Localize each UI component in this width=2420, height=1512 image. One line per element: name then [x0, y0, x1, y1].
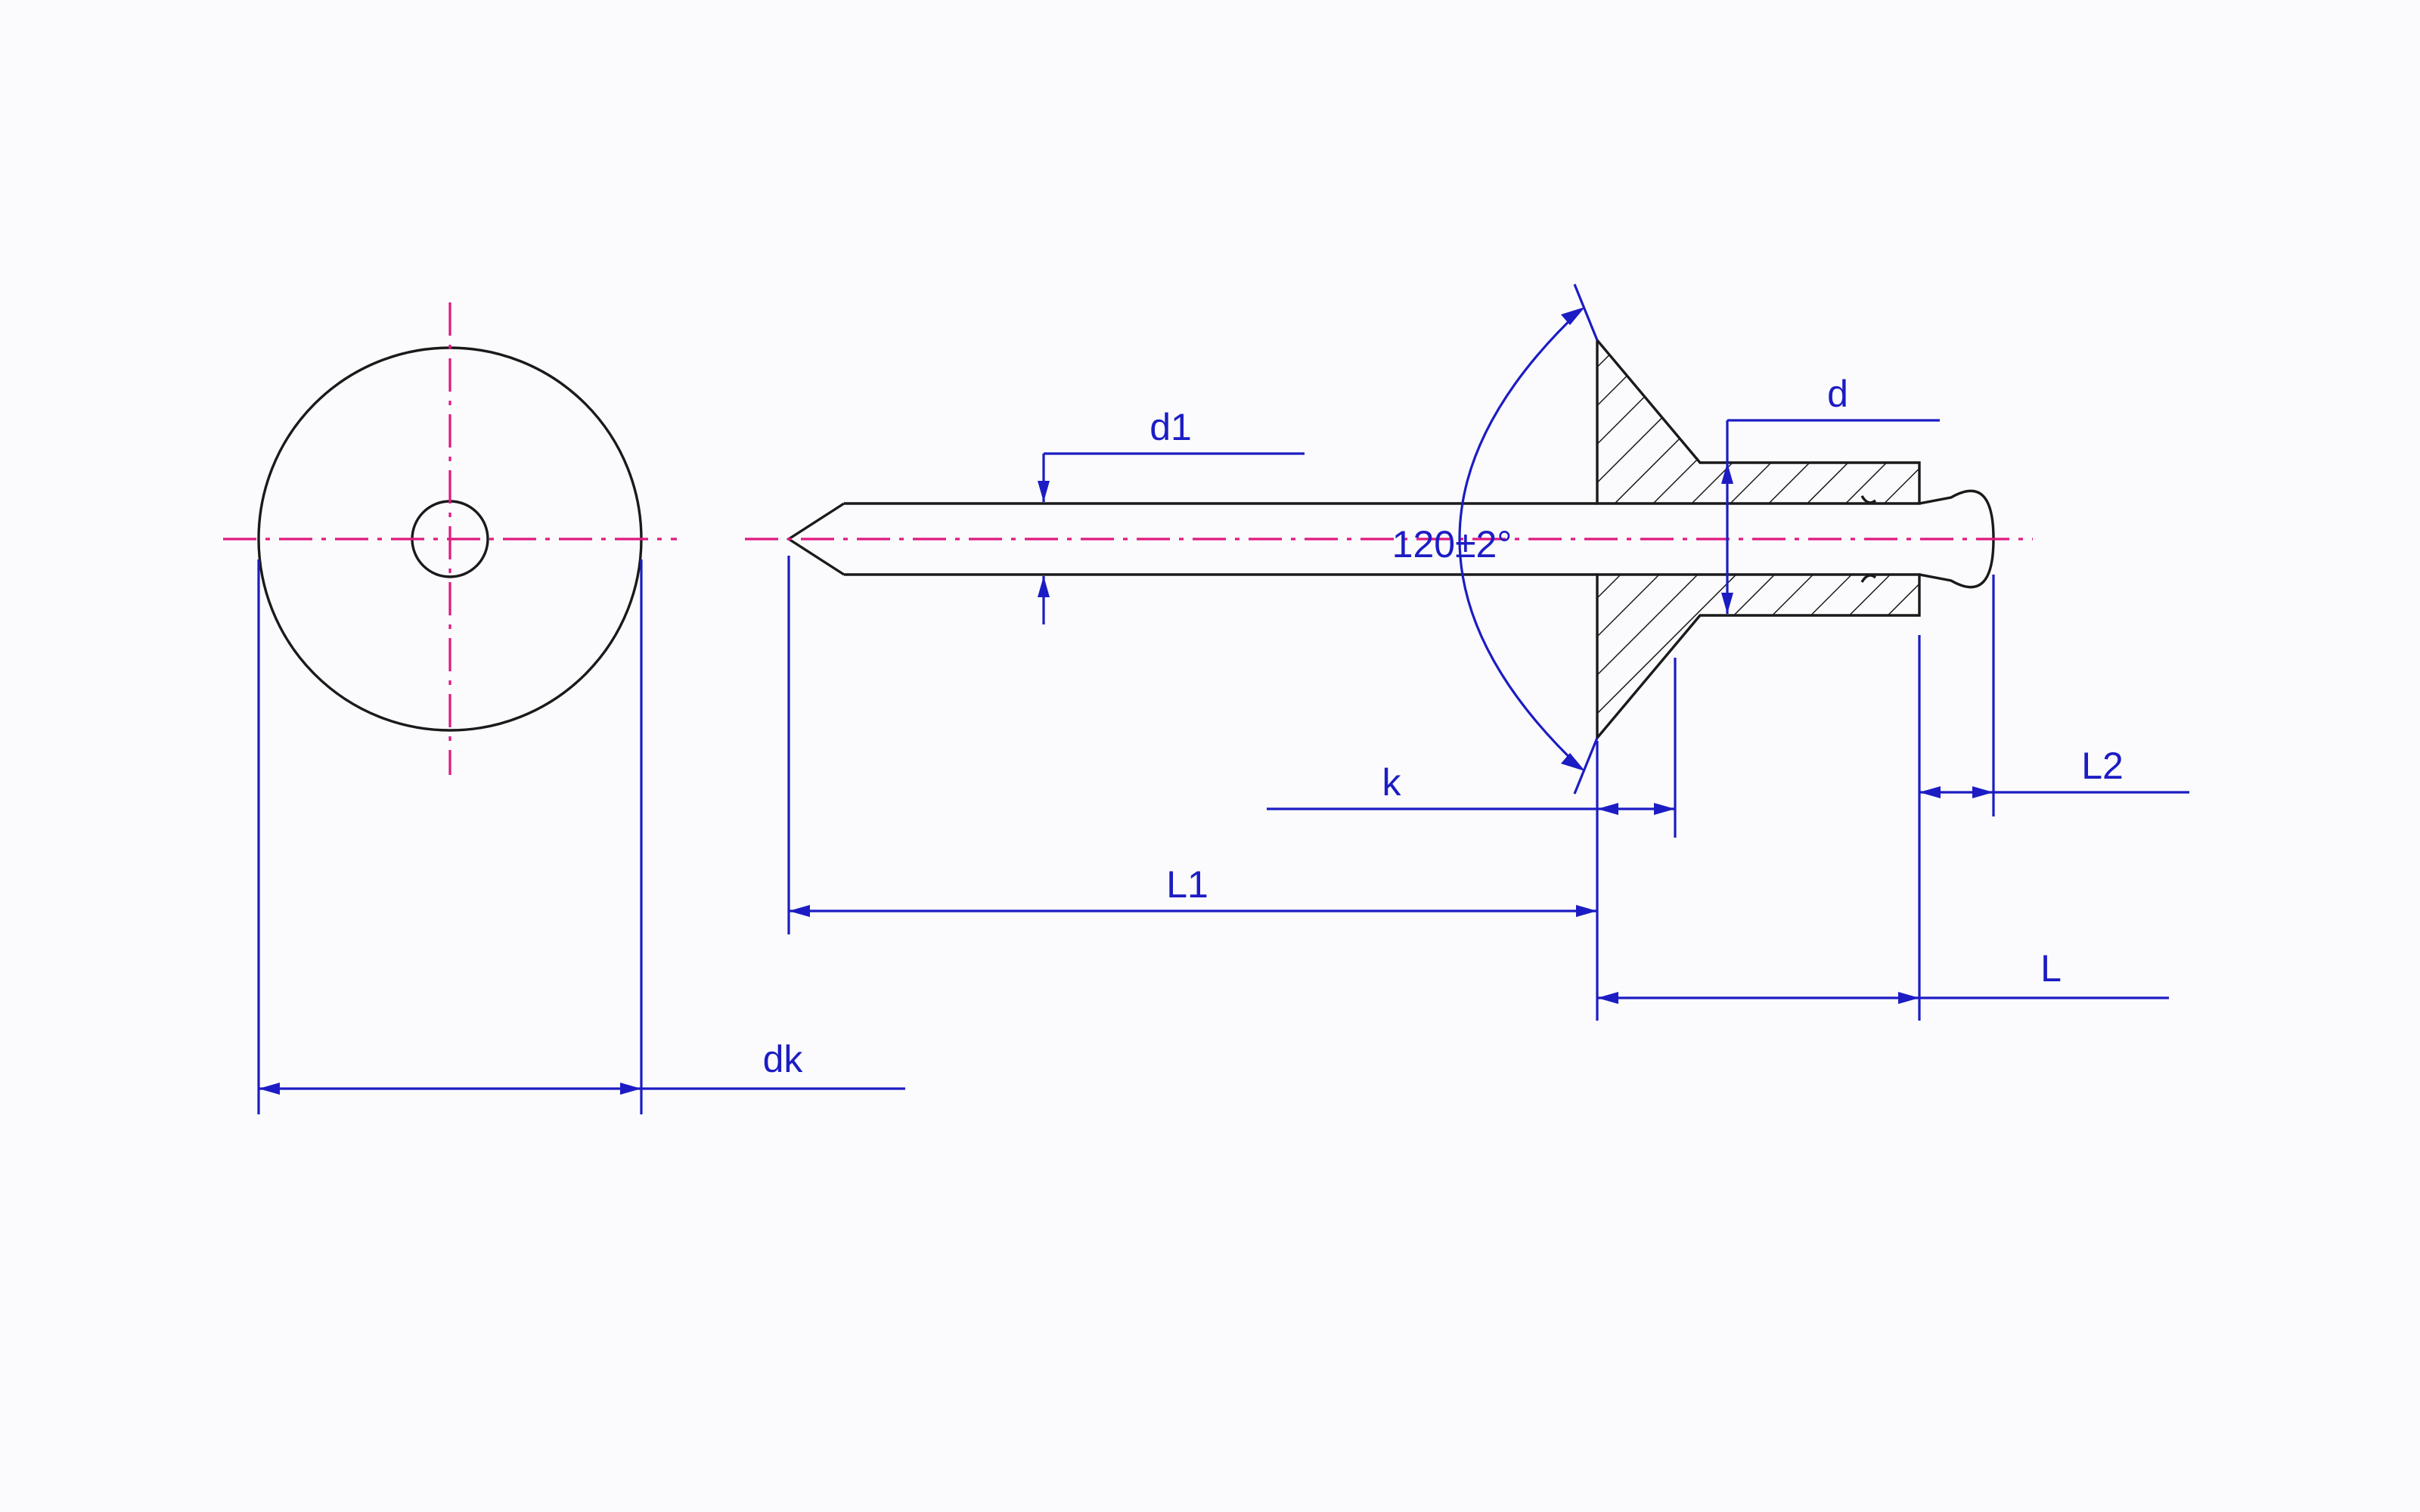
L-label: L — [2040, 947, 2062, 990]
L1-label: L1 — [1166, 863, 1208, 906]
dimension-dk: dk — [257, 559, 905, 1114]
dimensions: d1 d 120±2° k — [257, 284, 2189, 1114]
angle-label: 120±2° — [1392, 523, 1512, 565]
d-arrow-top — [1721, 463, 1733, 484]
rivet-head-lower-section — [1596, 573, 1921, 742]
L-arrow-right — [1898, 992, 1919, 1004]
dimension-d1: d1 — [1038, 406, 1305, 624]
L1-arrow-right — [1576, 905, 1597, 917]
dimension-k: k — [1267, 658, 1677, 838]
angle-arrow-bottom — [1561, 753, 1585, 771]
end-view — [223, 302, 677, 775]
L1-arrow-left — [789, 905, 810, 917]
rivet-head-upper-section — [1596, 336, 1921, 505]
d1-label: d1 — [1150, 406, 1192, 448]
k-label: k — [1382, 761, 1402, 804]
k-arrow-left — [1597, 803, 1618, 815]
L-arrow-left — [1597, 992, 1618, 1004]
k-arrow-right — [1654, 803, 1675, 815]
L2-arrow-left — [1919, 786, 1941, 798]
mandrel-shaft — [844, 502, 1597, 576]
dimension-L2: L2 — [1918, 575, 2189, 1021]
side-view — [745, 336, 2033, 742]
dimension-L: L — [1597, 947, 2169, 1004]
dk-arrow-left — [259, 1083, 280, 1095]
L2-arrow-right — [1972, 786, 1993, 798]
d1-arrow-top — [1038, 481, 1050, 502]
dimension-d: d — [1721, 373, 1940, 614]
body-detail-upper — [1860, 495, 1877, 504]
angle-arrow-top — [1561, 307, 1585, 325]
dimension-head-angle: 120±2° — [1392, 284, 1599, 795]
d-arrow-bottom — [1721, 593, 1733, 614]
dimension-L1: L1 — [787, 556, 1599, 1021]
d-label: d — [1827, 373, 1848, 415]
body-detail-lower — [1860, 574, 1877, 583]
d1-arrow-bottom — [1038, 576, 1050, 597]
dk-label: dk — [763, 1038, 804, 1080]
dk-arrow-right — [620, 1083, 641, 1095]
L2-label: L2 — [2081, 745, 2124, 787]
